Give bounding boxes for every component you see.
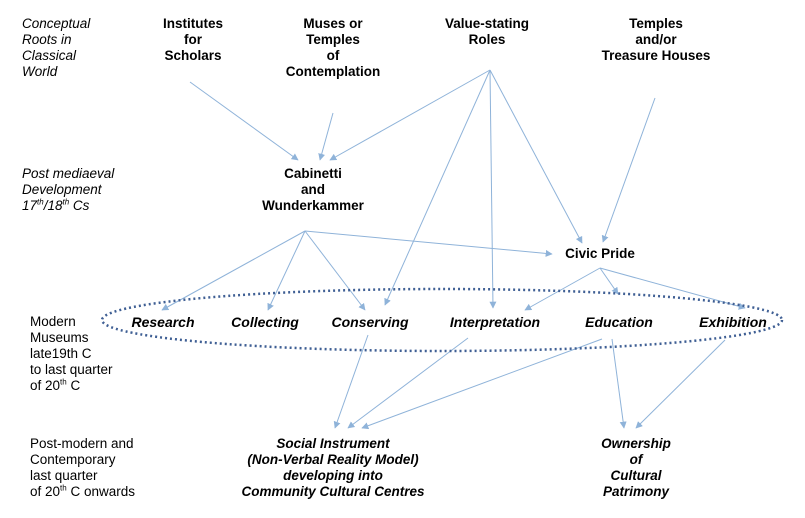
era-classical-line: Roots in (22, 32, 72, 47)
node-education: Education (585, 314, 653, 330)
era-postmodern-line: last quarter (30, 468, 98, 483)
arrow-temples-to-civic-pride (601, 97, 656, 243)
era-mediaeval-label: Post mediaeval Development 17th/18th Cs (22, 166, 114, 214)
era-classical-label: Conceptual Roots in Classical World (22, 16, 90, 80)
node-collecting: Collecting (231, 314, 299, 330)
arrow-education-to-ownership (611, 338, 627, 429)
era-modern-line: to last quarter (30, 362, 113, 377)
arrow-value-to-cabinetti (329, 69, 491, 161)
node-temples-treasure-houses: Temples and/or Treasure Houses (601, 16, 711, 63)
arrow-institutes-to-cabinetti (189, 81, 299, 161)
era-mediaeval-line: 17th/18th Cs (22, 197, 90, 213)
node-muses-or-temples: Muses or Temples of Contemplation (285, 16, 381, 79)
node-research: Research (131, 314, 195, 330)
node-exhibition: Exhibition (699, 314, 767, 330)
arrow-education-to-social (361, 338, 603, 430)
node-conserving: Conserving (331, 314, 409, 330)
era-modern-line: Modern (30, 314, 76, 329)
node-civic-pride: Civic Pride (565, 246, 635, 261)
node-interpretation: Interpretation (449, 314, 541, 330)
era-postmodern-line: Contemporary (30, 452, 116, 467)
arrow-civic-pride-to-interpretation (524, 267, 601, 311)
node-value-stating-roles: Value-stating Roles (444, 16, 530, 47)
arrow-value-to-conserving (384, 69, 491, 306)
arrow-value-to-interpretation (489, 69, 497, 309)
arrow-exhibition-to-ownership (635, 339, 726, 429)
era-classical-line: Classical (22, 48, 77, 63)
node-ownership-cultural-patrimony: Ownership of Cultural Patrimony (601, 436, 671, 499)
arrow-civic-pride-to-education (599, 267, 619, 295)
arrow-cabinetti-to-research (161, 230, 306, 311)
arrow-muses-to-cabinetti (318, 112, 334, 161)
era-postmodern-label: Post-modern and Contemporary last quarte… (30, 436, 135, 500)
node-institutes-for-scholars: Institutes for Scholars (162, 16, 224, 63)
era-modern-line: Museums (30, 330, 89, 345)
era-classical-line: World (22, 64, 58, 79)
arrow-cabinetti-to-collecting (267, 230, 306, 311)
arrow-cabinetti-to-civic-pride (304, 230, 553, 257)
modern-museum-functions-ellipse (100, 287, 784, 353)
era-postmodern-line: of 20th C onwards (30, 483, 135, 499)
arrow-conserving-to-social (333, 334, 369, 429)
era-classical-line: Conceptual (22, 16, 91, 31)
era-postmodern-line: Post-modern and (30, 436, 134, 451)
era-modern-line: late19th C (30, 346, 92, 361)
arrow-interpretation-to-social (347, 337, 469, 429)
node-social-instrument: Social Instrument (Non-Verbal Reality Mo… (241, 436, 425, 499)
arrow-value-to-civic-pride (489, 69, 583, 244)
era-modern-line: of 20th C (30, 377, 81, 393)
node-cabinetti-wunderkammer: Cabinetti and Wunderkammer (262, 166, 364, 213)
era-mediaeval-line: Development (22, 182, 102, 197)
era-mediaeval-line: Post mediaeval (22, 166, 115, 181)
arrow-civic-pride-to-exhibition (599, 267, 746, 310)
arrow-cabinetti-to-conserving (304, 230, 366, 311)
era-modern-label: Modern Museums late19th C to last quarte… (30, 314, 113, 394)
